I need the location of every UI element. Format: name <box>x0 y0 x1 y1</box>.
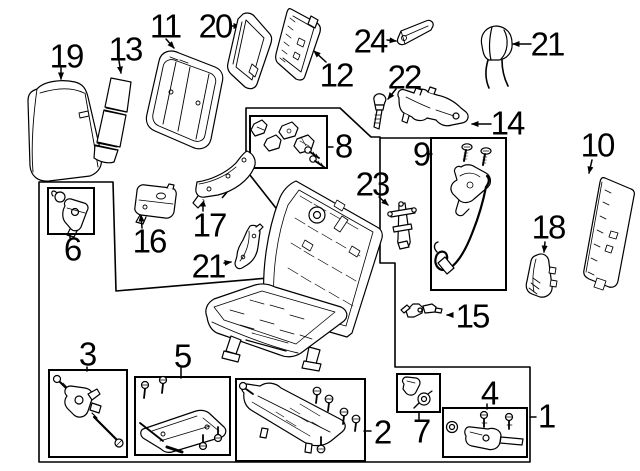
part-7-grommet-clip <box>401 376 433 409</box>
part-4-latch-assembly <box>445 410 524 451</box>
part-11-seatback-frame <box>145 50 224 150</box>
arrow-16 <box>138 214 145 229</box>
group-outlines <box>38 107 531 463</box>
part-2-floor-panel <box>238 381 361 454</box>
arrow-11 <box>165 38 175 49</box>
parts <box>27 8 635 454</box>
box-9 <box>430 137 507 291</box>
part-10-side-panel <box>583 177 635 291</box>
part-8-fastener-set <box>250 119 325 168</box>
callout-2[interactable]: 2 <box>373 413 392 451</box>
part-seat-frame-assembly <box>205 180 383 372</box>
part-23-cross-bracket <box>387 201 417 250</box>
callout-21-rail[interactable]: 21 <box>191 247 227 285</box>
part-21-guide-rail <box>234 223 264 270</box>
callout-18[interactable]: 18 <box>531 208 567 246</box>
arrow-10 <box>587 159 594 174</box>
callout-16[interactable]: 16 <box>132 222 168 260</box>
part-19-seatback-cushion <box>27 80 103 182</box>
arrow-18 <box>541 241 548 253</box>
box-5 <box>134 376 231 456</box>
part-12-back-panel <box>275 8 321 81</box>
arrow-13 <box>116 60 123 74</box>
part-15-striker <box>400 303 443 318</box>
callout-7[interactable]: 7 <box>412 412 431 450</box>
arrow-24 <box>386 37 397 44</box>
part-18-side-cover <box>525 253 558 298</box>
callout-15[interactable]: 15 <box>455 297 491 335</box>
callout-9[interactable]: 9 <box>412 135 431 173</box>
part-5-floor-bracket <box>139 375 227 454</box>
callout-21-headrest[interactable]: 21 <box>530 25 566 63</box>
callout-11[interactable]: 11 <box>149 7 182 45</box>
part-20-back-panel <box>227 12 273 90</box>
callout-6[interactable]: 6 <box>63 230 82 268</box>
callout-22[interactable]: 22 <box>387 58 423 96</box>
part-3-latch-rod <box>52 374 124 448</box>
part-24-bracket <box>396 19 434 46</box>
callout-1[interactable]: 1 <box>537 397 556 435</box>
callout-20[interactable]: 20 <box>198 7 234 45</box>
part-13-seatback-pad <box>93 77 132 164</box>
part-17-curved-bracket <box>192 150 256 209</box>
box-2 <box>235 378 366 462</box>
callout-19[interactable]: 19 <box>49 37 85 75</box>
part-22-pin <box>373 93 387 130</box>
callout-24[interactable]: 24 <box>353 22 389 60</box>
callout-13[interactable]: 13 <box>108 30 144 68</box>
callout-12[interactable]: 12 <box>319 56 355 94</box>
box-3 <box>48 369 128 458</box>
callout-14[interactable]: 14 <box>490 104 526 142</box>
box-8 <box>249 115 328 169</box>
callout-17[interactable]: 17 <box>192 206 228 244</box>
arrow-12 <box>313 50 327 63</box>
arrow-22 <box>387 88 397 100</box>
callout-4[interactable]: 4 <box>480 374 499 412</box>
part-6-clip-bracket <box>51 190 89 238</box>
part-21-headrest <box>480 25 513 89</box>
part-16-bracket <box>134 183 177 225</box>
callout-5[interactable]: 5 <box>173 337 192 375</box>
arrow-21-rail <box>223 259 232 266</box>
callout-8[interactable]: 8 <box>334 127 353 165</box>
callout-arrows <box>58 23 594 432</box>
box-4 <box>442 407 528 458</box>
part-9-latch-cable <box>433 143 492 275</box>
main-group-outline <box>38 107 531 463</box>
part-14-hinge-bracket <box>397 86 469 127</box>
callout-23[interactable]: 23 <box>355 165 391 203</box>
callout-10[interactable]: 10 <box>580 126 616 164</box>
callout-3[interactable]: 3 <box>78 335 97 373</box>
arrow-23 <box>378 196 389 206</box>
box-6 <box>47 187 95 235</box>
